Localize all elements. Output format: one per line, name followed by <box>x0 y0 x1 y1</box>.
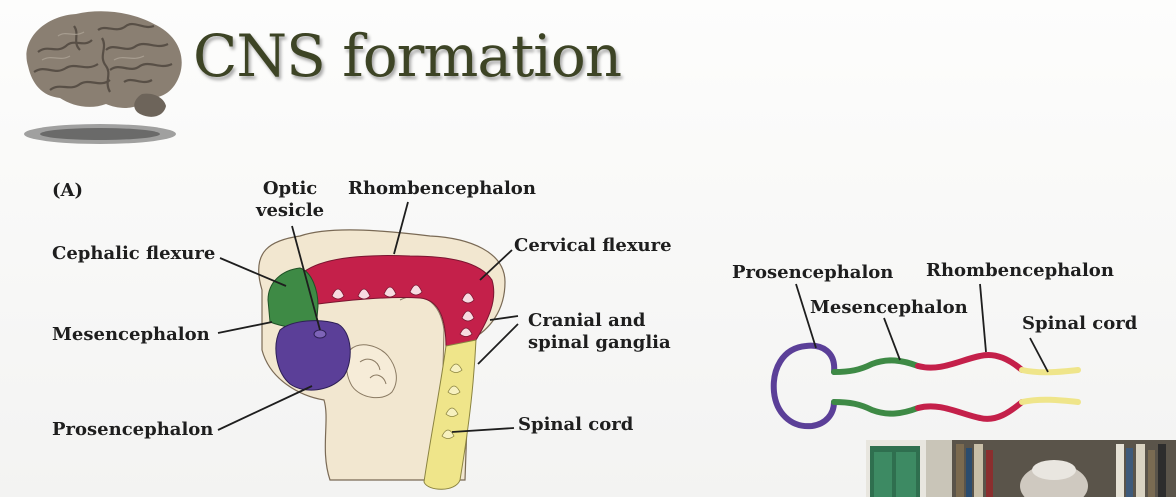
panel-label-a: (A) <box>52 180 83 201</box>
prosencephalon-region <box>275 320 351 391</box>
label-rhombencephalon-a: Rhombencephalon <box>348 178 536 199</box>
label-cranial-spinal-ganglia: Cranial and spinal ganglia <box>528 310 671 353</box>
label-prosencephalon-a: Prosencephalon <box>52 419 214 440</box>
label-mesencephalon-a: Mesencephalon <box>52 324 210 345</box>
webcam-overlay <box>866 440 1176 497</box>
optic-vesicle-shape <box>313 329 327 339</box>
label-optic-vesicle: Optic vesicle <box>256 178 325 221</box>
label-cephalic-flexure: Cephalic flexure <box>52 243 216 264</box>
label-spinal-cord-a: Spinal cord <box>518 414 634 435</box>
neural-tube-schematic <box>770 342 1081 430</box>
label-rhombencephalon-b: Rhombencephalon <box>926 260 1114 281</box>
label-prosencephalon-b: Prosencephalon <box>732 262 894 283</box>
rhombencephalon-region <box>295 255 495 349</box>
label-cervical-flexure: Cervical flexure <box>514 235 672 256</box>
label-mesencephalon-b: Mesencephalon <box>810 297 968 318</box>
label-spinal-cord-b: Spinal cord <box>1022 313 1138 334</box>
slide-title: CNS formation <box>193 22 622 90</box>
brain-logo <box>14 6 189 156</box>
